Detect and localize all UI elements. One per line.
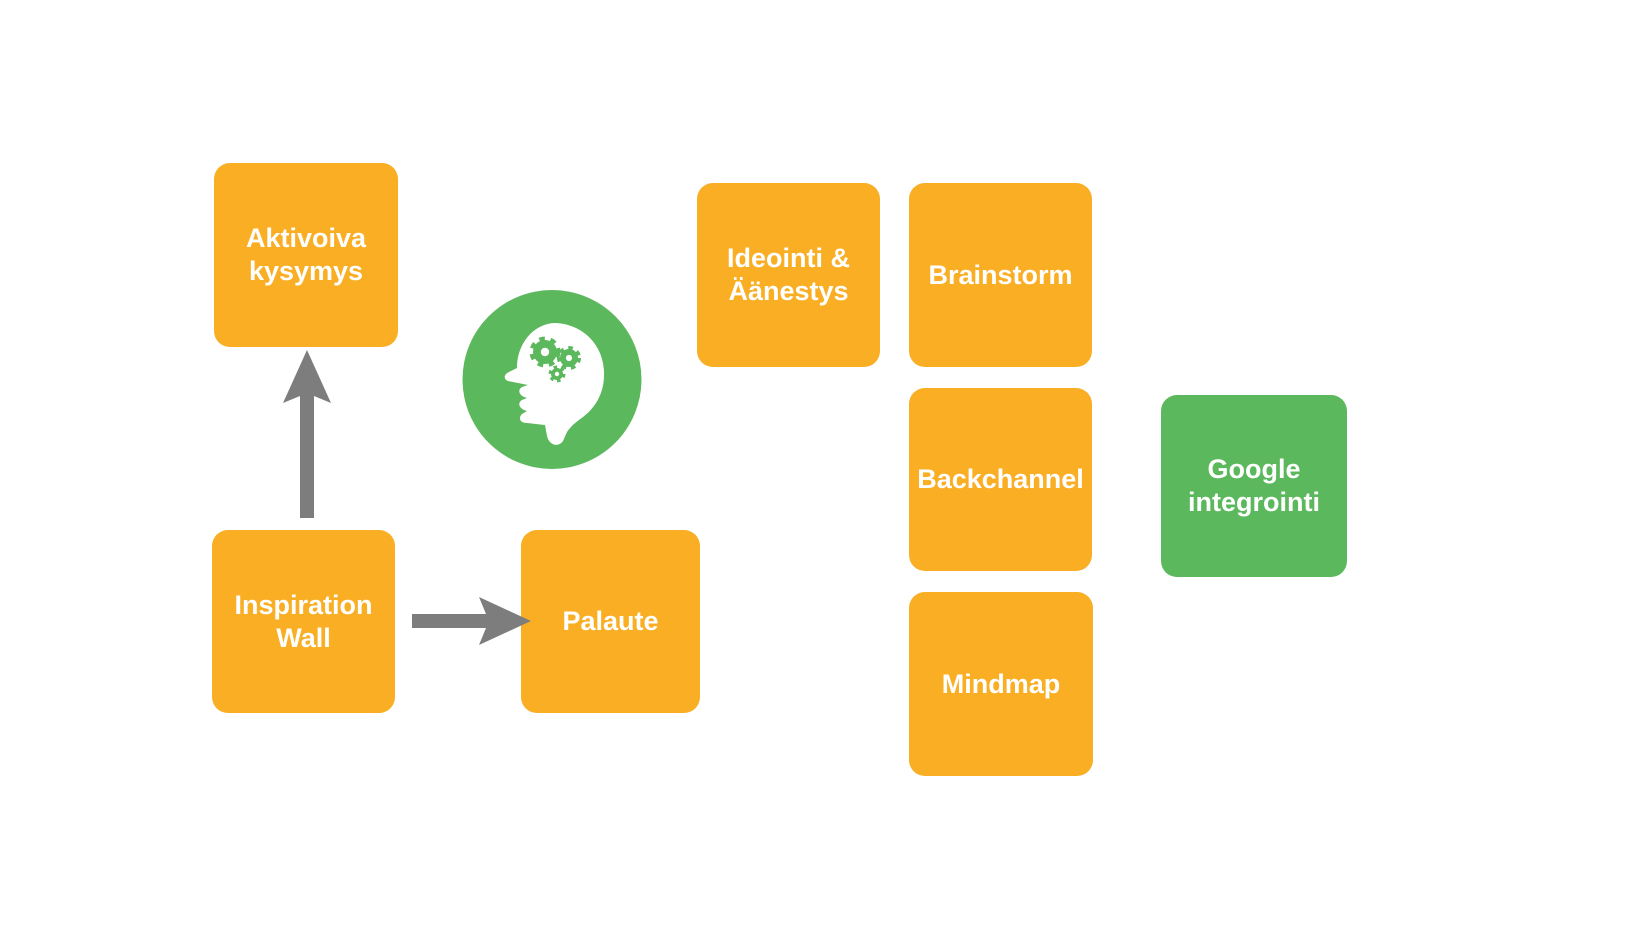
gear-small-icon (548, 365, 566, 383)
node-label: Ideointi & Äänestys (727, 243, 850, 306)
node-mindmap: Mindmap (909, 592, 1093, 776)
node-label: Mindmap (941, 668, 1061, 699)
node-google-integrointi: Google integrointi (1161, 395, 1347, 577)
node-label: Inspiration Wall (234, 589, 373, 653)
node-aktivoiva-kysymys: Aktivoiva kysymys (214, 163, 398, 347)
node-label: Backchannel (917, 464, 1084, 495)
arrow-right-icon (412, 597, 531, 645)
node-brainstorm: Brainstorm (909, 183, 1092, 367)
gear-medium-icon (557, 346, 581, 370)
node-inspiration-wall: Inspiration Wall (212, 530, 395, 713)
gear-large-icon (529, 336, 561, 368)
node-label: Google integrointi (1188, 454, 1320, 517)
node-backchannel: Backchannel (909, 388, 1092, 571)
thinking-head-gears-icon (462, 290, 642, 469)
node-label: Palaute (562, 606, 659, 637)
node-ideointi-aanestys: Ideointi & Äänestys (697, 183, 880, 367)
node-label: Brainstorm (928, 259, 1073, 290)
arrow-up-icon (283, 350, 331, 518)
node-label: Aktivoiva kysymys (245, 223, 367, 286)
node-palaute: Palaute (521, 530, 700, 713)
